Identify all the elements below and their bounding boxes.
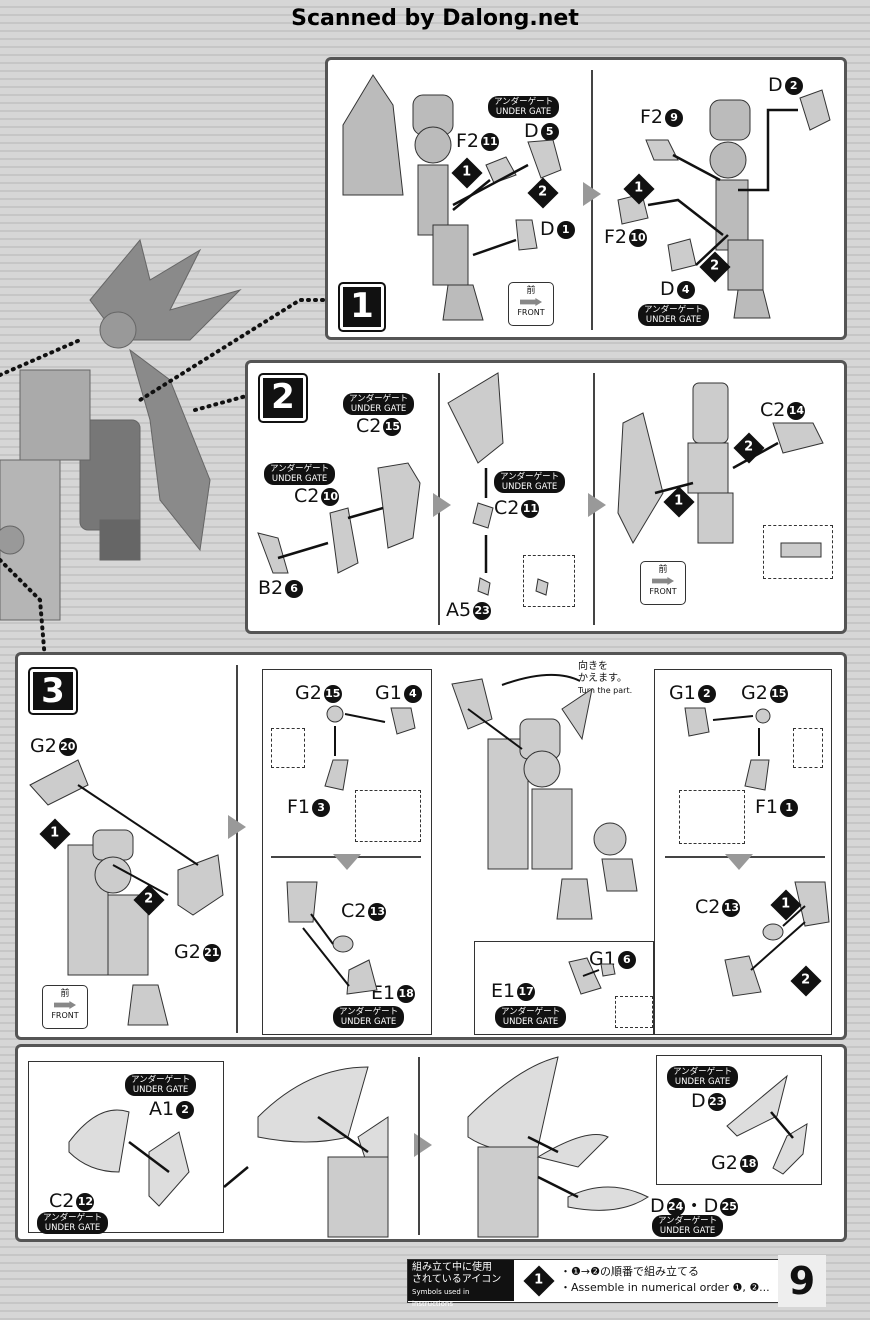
detail-box	[679, 790, 745, 844]
step3-center-arm	[451, 673, 638, 920]
step3-left-arm	[29, 759, 224, 1026]
detail-box	[355, 790, 421, 842]
scan-watermark: Scanned by Dalong.net	[291, 6, 579, 31]
step1-left-arm-drawing	[342, 74, 484, 321]
step2-parts-b	[447, 372, 549, 596]
next-step-arrow	[228, 815, 246, 839]
next-substep-arrow	[333, 854, 361, 870]
detail-box	[523, 555, 575, 607]
assembly-completed-shoulder	[467, 1056, 649, 1238]
step1-right-arm-drawing	[709, 99, 771, 319]
assembly-shoulder	[223, 1066, 389, 1238]
legend-jp-line: ・❶→❷の順番で組み立てる	[560, 1265, 699, 1278]
next-step-arrow	[414, 1133, 432, 1157]
step-number-3: 3	[30, 669, 76, 713]
step2-parts-c	[617, 382, 824, 558]
step-number-2: 2	[260, 375, 306, 421]
symbols-legend: 組み立て中に使用 されているアイコン Symbols used in instr…	[407, 1259, 779, 1308]
next-step-arrow	[583, 182, 601, 206]
hand-parts	[684, 707, 830, 997]
detail-box	[793, 728, 823, 768]
next-step-arrow	[588, 493, 606, 517]
legend-en-line: ・Assemble in numerical order ❶, ❷...	[560, 1281, 770, 1294]
order-1-symbol: 1	[523, 1265, 555, 1297]
d23-g2-parts	[726, 1074, 808, 1175]
detail-box	[271, 728, 305, 768]
step1-right-parts	[617, 89, 831, 272]
step-number-1: 1	[340, 284, 384, 330]
legend-title: 組み立て中に使用 されているアイコン Symbols used in instr…	[408, 1260, 514, 1308]
hand-parts	[286, 705, 416, 995]
next-step-arrow	[433, 493, 451, 517]
turn-part-note: 向きを かえます。 Turn the part.	[578, 661, 633, 695]
page-number: 9	[778, 1255, 826, 1307]
step1-left-parts	[452, 139, 562, 257]
a1-c2-parts	[68, 1109, 190, 1207]
step2-parts-a	[257, 462, 421, 574]
robot-background-illustration	[0, 238, 242, 621]
next-substep-arrow	[725, 854, 753, 870]
e1-g1-parts	[568, 957, 616, 995]
detail-box	[615, 996, 653, 1028]
